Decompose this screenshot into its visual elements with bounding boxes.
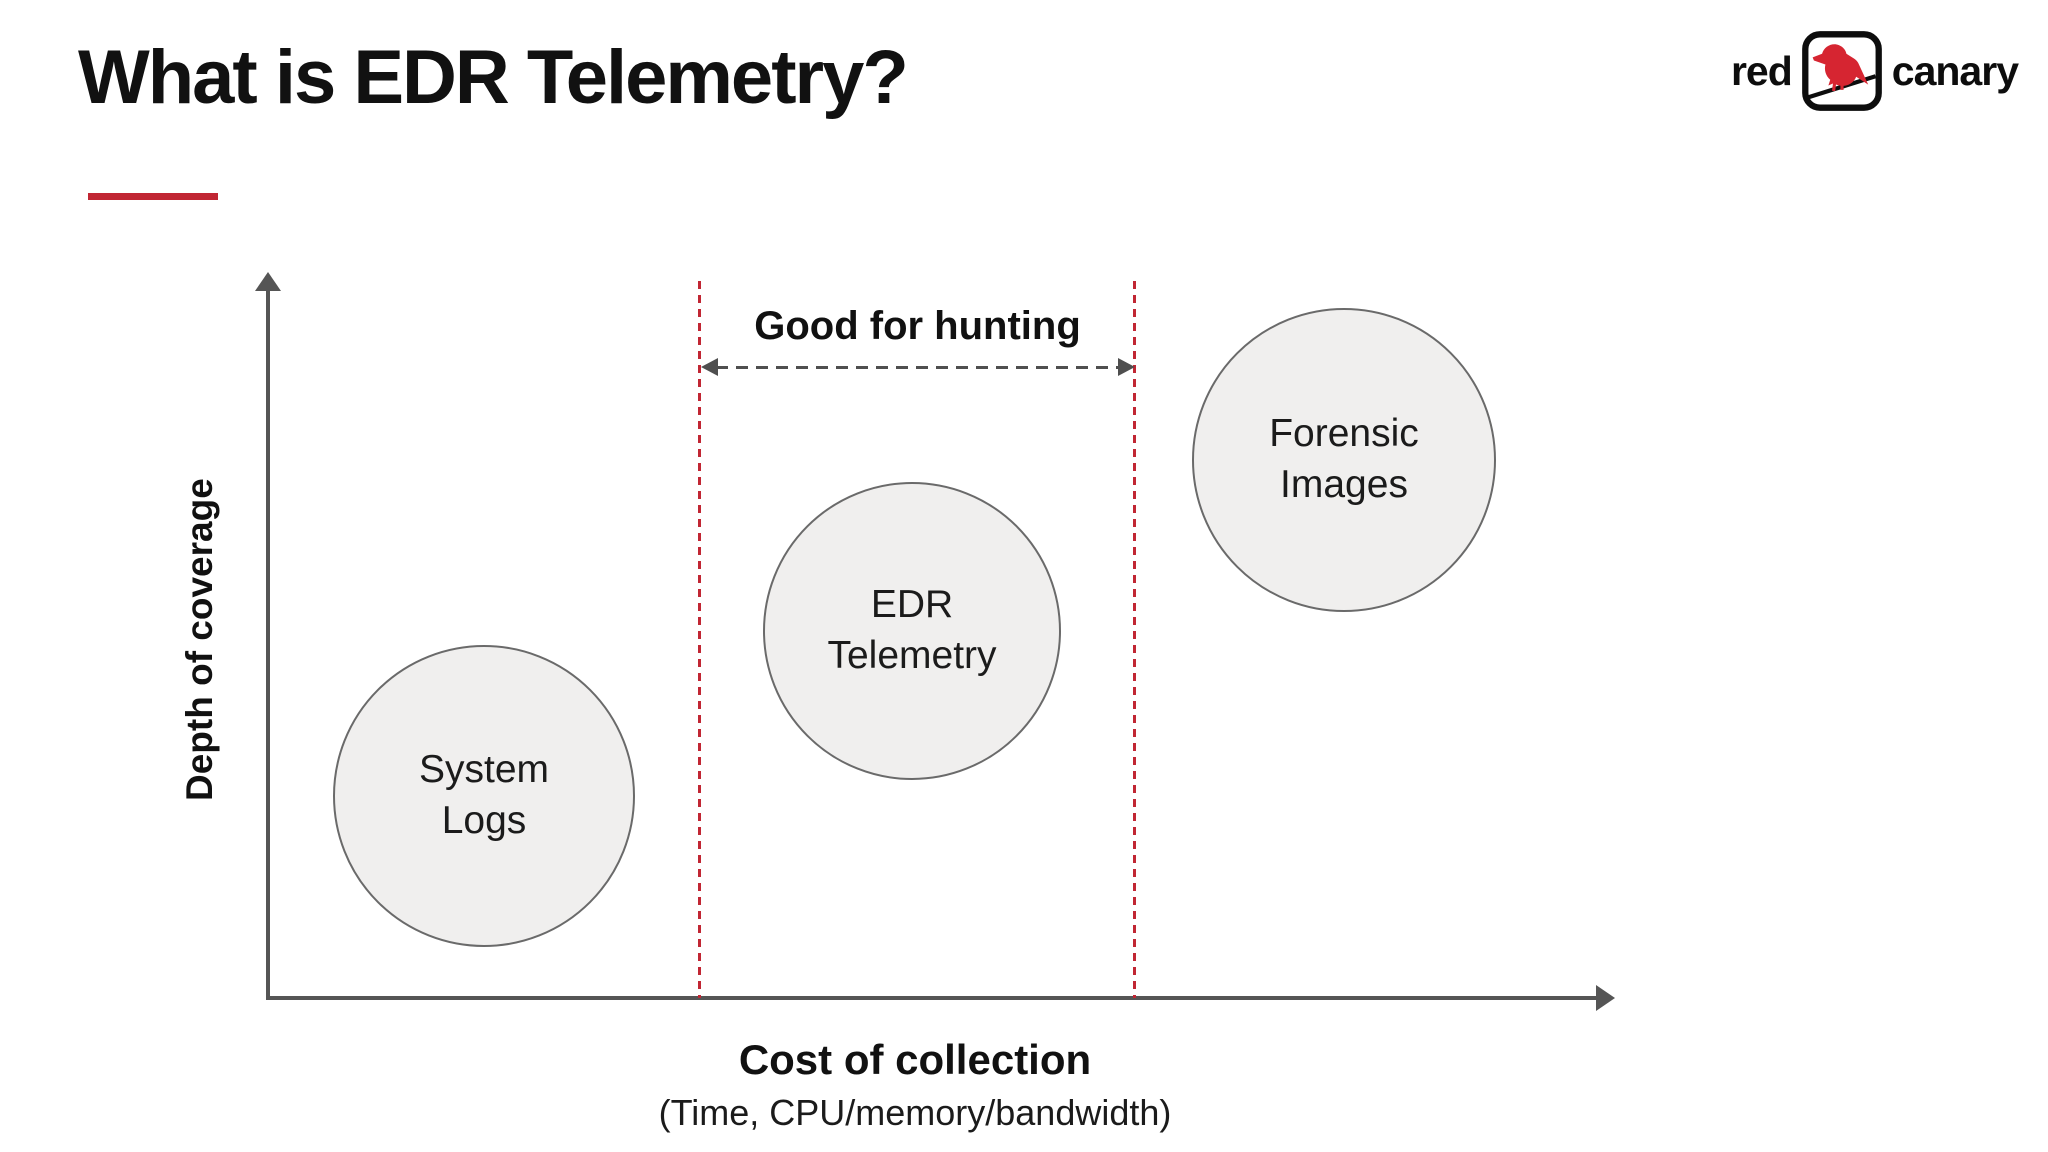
arrow-left-head-icon <box>701 358 718 376</box>
arrow-right-head-icon <box>1118 358 1135 376</box>
arrow-dashed-line <box>716 366 1120 369</box>
band-left-dashed-line <box>698 281 701 998</box>
y-axis-label: Depth of coverage <box>179 478 220 802</box>
bubble-edr-telemetry: EDR Telemetry <box>763 482 1061 780</box>
band-range-arrow <box>701 357 1135 377</box>
title-accent-underline <box>88 193 218 200</box>
band-label: Good for hunting <box>754 304 1081 348</box>
bubble-forensic-images: Forensic Images <box>1192 308 1496 612</box>
page-title: What is EDR Telemetry? <box>78 35 909 120</box>
x-axis-arrowhead-icon <box>1596 985 1615 1011</box>
canary-bird-icon <box>1801 31 1882 111</box>
bubble-label: System Logs <box>418 748 550 842</box>
band-right-dashed-line <box>1133 281 1136 998</box>
y-axis-arrowhead-icon <box>255 272 281 291</box>
x-axis-line <box>266 996 1596 1000</box>
logo-word-canary: canary <box>1891 47 2019 94</box>
x-axis-sublabel: (Time, CPU/memory/bandwidth) <box>658 1092 1172 1133</box>
red-canary-logo: red canary <box>1730 28 2019 114</box>
x-axis-label: Cost of collection <box>738 1036 1092 1083</box>
y-axis-line <box>266 284 270 998</box>
logo-word-red: red <box>1730 47 1793 94</box>
bubble-label: Forensic Images <box>1269 412 1419 506</box>
bubble-label: EDR Telemetry <box>827 583 997 677</box>
bubble-system-logs: System Logs <box>333 645 635 947</box>
